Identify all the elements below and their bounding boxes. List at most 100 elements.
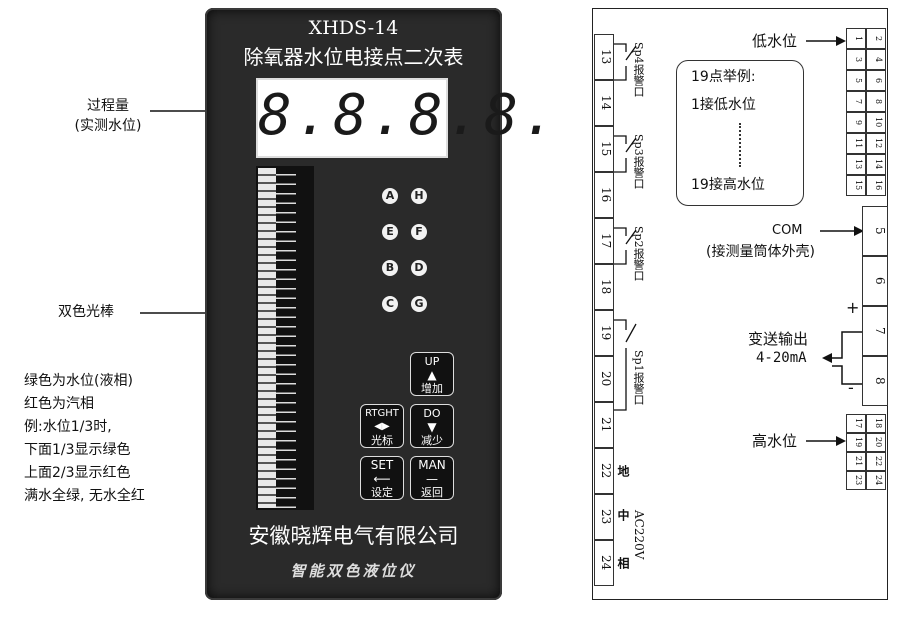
terminal: 2 [866, 28, 886, 49]
terminal: 1 [846, 28, 866, 49]
desc-line: 例:水位1/3时, [24, 419, 112, 435]
transmit-output-label: 变送输出 [748, 330, 809, 348]
left-right-arrow-icon: ◀▶ [374, 421, 390, 432]
terminal: 15 [594, 126, 614, 172]
terminal: 20 [866, 433, 886, 452]
led-b: B [382, 260, 398, 276]
low-water-label: 低水位 [752, 32, 798, 50]
power-supply-label: AC220V [632, 510, 646, 560]
terminal: 24 [866, 471, 886, 490]
led-a: A [382, 188, 398, 204]
digital-display: 8.8.8.8. [256, 78, 560, 158]
terminal: 11 [846, 133, 866, 154]
wiring-example-box: 19点举例: 1接低水位 19接高水位 [676, 60, 804, 206]
terminal: 6 [862, 256, 888, 306]
bar-graph [256, 166, 314, 510]
relay-contacts [614, 43, 637, 411]
terminal: 6 [866, 70, 886, 91]
product-name: 除氧器水位电接点二次表 [243, 45, 464, 69]
electrode-terminal-grid-bottom: 17 18 19 20 21 22 23 24 [846, 414, 886, 490]
led-f: F [411, 224, 427, 240]
down-button-label: DO [423, 407, 441, 420]
terminal: 22 [866, 452, 886, 471]
model-number: XHDS-14 [308, 17, 399, 39]
sp1-alarm-label: Sp1报警口 [632, 349, 645, 405]
terminal: 4 [866, 49, 886, 70]
example-line-2: 19接高水位 [691, 177, 765, 193]
transmit-minus: - [848, 378, 854, 397]
terminal: 8 [866, 91, 886, 112]
up-button-sublabel: 增加 [421, 382, 443, 395]
terminal: 5 [846, 70, 866, 91]
power-mark-earth: 地 [616, 465, 630, 477]
terminal: 8 [862, 356, 888, 406]
terminal: 5 [862, 206, 888, 256]
terminal: 13 [594, 34, 614, 80]
terminal: 13 [846, 154, 866, 175]
down-arrow-icon: ▼ [427, 420, 437, 434]
low-water-arrow [806, 36, 846, 46]
bar-graph-label: 双色光棒 [58, 304, 114, 320]
terminal: 18 [866, 414, 886, 433]
terminal: 20 [594, 356, 614, 402]
terminal: 17 [846, 414, 866, 433]
example-line-1: 1接低水位 [691, 97, 756, 113]
right-button-label: RTGHT [365, 408, 399, 419]
set-button[interactable]: SET ⟵ 设定 [360, 456, 404, 500]
terminal: 15 [846, 175, 866, 196]
example-dots [739, 123, 742, 167]
desc-line: 下面1/3显示绿色 [24, 442, 131, 458]
right-button-sublabel: 光标 [371, 434, 393, 447]
dash-icon: — [426, 472, 438, 486]
process-value-label: 过程量 (实测水位) [68, 96, 148, 136]
terminal: 22 [594, 448, 614, 494]
com-description: (接测量筒体外壳) [706, 244, 815, 260]
power-mark-live: 相 [616, 557, 630, 569]
example-title: 19点举例: [691, 69, 756, 85]
high-water-arrow [806, 436, 846, 446]
up-arrow-icon: ▲ [427, 368, 437, 382]
bar-graph-segments [258, 168, 276, 508]
bar-graph-scale [276, 166, 296, 510]
right-terminal-strip: 5 6 7 8 [862, 206, 888, 406]
sp4-alarm-label: Sp4报警口 [632, 41, 645, 97]
terminal: 16 [866, 175, 886, 196]
company-name: 安徽晓辉电气有限公司 [248, 524, 459, 548]
process-value-label-line1: 过程量 [87, 98, 129, 114]
man-button[interactable]: MAN — 返回 [410, 456, 454, 500]
transmit-plus: + [846, 298, 860, 317]
process-value-label-line2: (实测水位) [74, 118, 142, 134]
terminal: 3 [846, 49, 866, 70]
terminal: 24 [594, 540, 614, 586]
up-button[interactable]: UP ▲ 增加 [410, 352, 454, 396]
right-button[interactable]: RTGHT ◀▶ 光标 [360, 404, 404, 448]
down-button[interactable]: DO ▼ 减少 [410, 404, 454, 448]
sp3-alarm-label: Sp3报警口 [632, 133, 645, 189]
brand-line: 智能双色液位仪 [290, 562, 417, 580]
terminal: 23 [594, 494, 614, 540]
terminal: 23 [846, 471, 866, 490]
sp2-alarm-label: Sp2报警口 [632, 225, 645, 281]
down-button-sublabel: 减少 [421, 434, 443, 447]
terminal: 12 [866, 133, 886, 154]
com-label: COM [772, 223, 803, 238]
transmit-output-wires [822, 331, 862, 385]
terminal: 14 [594, 80, 614, 126]
power-mark-neutral: 中 [616, 509, 630, 521]
up-button-label: UP [424, 355, 440, 368]
terminal: 18 [594, 264, 614, 310]
terminal: 7 [846, 91, 866, 112]
terminal: 10 [866, 112, 886, 133]
back-arrow-icon: ⟵ [373, 472, 391, 486]
bar-description: 绿色为水位(液相) 红色为汽相 例:水位1/3时, 下面1/3显示绿色 上面2/… [24, 370, 145, 508]
terminal: 21 [846, 452, 866, 471]
terminal: 16 [594, 172, 614, 218]
desc-line: 满水全绿, 无水全红 [24, 488, 145, 504]
terminal: 14 [866, 154, 886, 175]
led-g: G [411, 296, 427, 312]
terminal: 7 [862, 306, 888, 356]
rear-panel [592, 8, 888, 600]
display-digits: 8.8.8.8. [258, 83, 560, 148]
transmit-output-range: 4-20mA [756, 350, 807, 366]
set-button-sublabel: 设定 [371, 486, 393, 499]
